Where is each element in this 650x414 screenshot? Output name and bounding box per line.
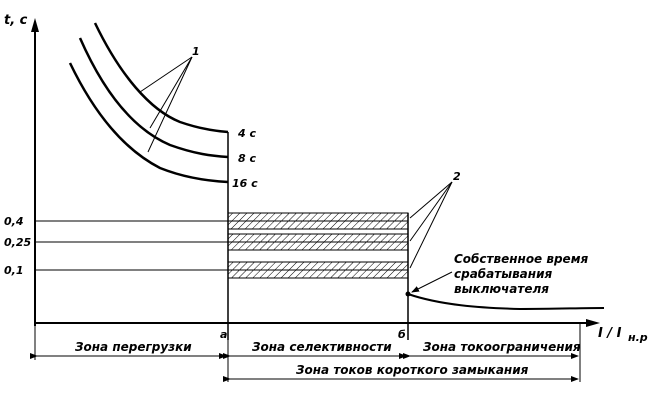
leader-2a (409, 181, 453, 219)
zone-label-selectivity: Зона селективности (252, 340, 392, 354)
y-tick-0.4: 0,4 (4, 215, 24, 228)
zone-label-limiting: Зона токоограничения (423, 340, 581, 354)
leader-2c (409, 181, 453, 269)
hatch-band-2 (227, 233, 409, 251)
y-axis-label: t, с (4, 13, 28, 28)
note-leader (411, 271, 453, 293)
note-line-1: Собственное время (454, 252, 589, 266)
y-axis-arrow (31, 18, 39, 32)
curve-label-16s: 16 с (232, 177, 258, 190)
own-time-start-dot (405, 291, 411, 297)
note-line-3: выключателя (454, 282, 549, 296)
own-time-curve (407, 293, 605, 311)
leader-1a (139, 56, 193, 93)
leader-1b (149, 56, 193, 129)
hatch-band-1 (227, 212, 409, 230)
y-tick-0.25: 0,25 (4, 236, 31, 249)
note-line-2: срабатывания (454, 267, 552, 281)
leader-1c (147, 56, 193, 153)
marker-1: 1 (192, 45, 200, 58)
leader-2b (409, 181, 453, 242)
zone-label-overload: Зона перегрузки (75, 340, 192, 354)
marker-2: 2 (453, 170, 461, 183)
x-axis-label-sub: н.р (628, 331, 648, 344)
x-tick-a: а (220, 328, 227, 341)
x-axis-arrow (586, 319, 600, 327)
x-axis-label: I / I (598, 326, 622, 341)
overload-curve-8s (78, 37, 229, 159)
overload-curve-16s (68, 62, 229, 184)
x-tick-b: б (398, 328, 406, 341)
overload-curve-4s (93, 22, 229, 134)
hatch-band-3 (227, 261, 409, 279)
curve-label-4s: 4 с (237, 127, 256, 140)
zone-label-short-circuit: Зона токов короткого замыкания (296, 363, 529, 377)
curve-label-8s: 8 с (238, 152, 256, 165)
y-tick-0.1: 0,1 (4, 264, 24, 277)
